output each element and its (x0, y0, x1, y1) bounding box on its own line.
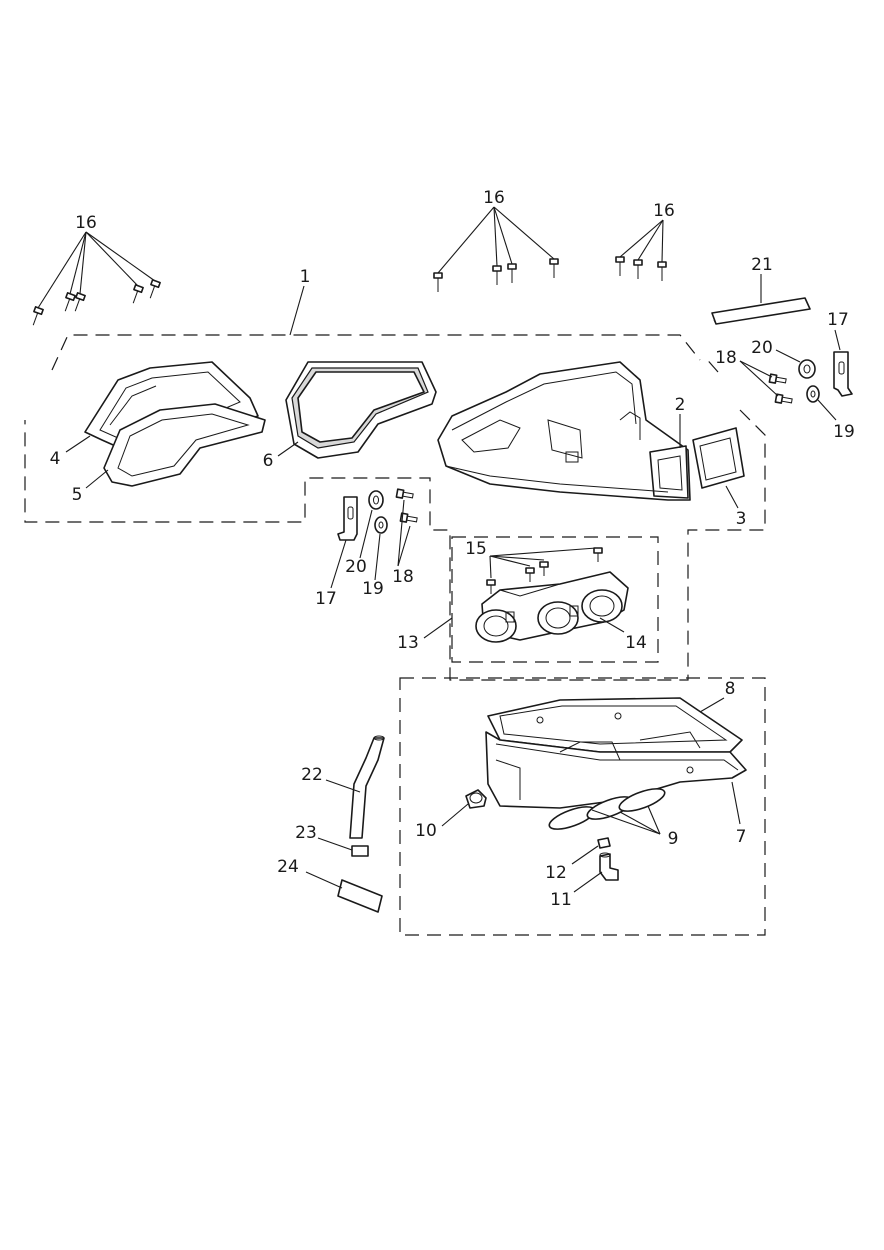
part-19-washer-left (374, 516, 388, 534)
callout-15: 15 (465, 539, 487, 559)
part-19-washer-right (806, 385, 820, 403)
callout-13: 13 (397, 633, 419, 653)
callout-3: 3 (736, 509, 747, 529)
screw-group-16-right (615, 256, 667, 281)
leader-15 (489, 547, 597, 579)
leader-18-left (397, 499, 411, 567)
part-9-o-rings (548, 788, 666, 830)
part-18-screws-left (395, 488, 418, 523)
part-24-pad (337, 879, 383, 913)
lower-box-boundary (399, 677, 766, 936)
callout-18a: 18 (715, 348, 737, 368)
part-18-screws-right (768, 373, 793, 404)
leader-10 (441, 803, 469, 827)
leader-20-left (359, 509, 373, 559)
part-21-pad (711, 297, 811, 325)
leader-1 (289, 285, 305, 336)
leader-18-right (739, 360, 779, 397)
leader-16-middle (437, 206, 555, 274)
leader-9 (591, 805, 661, 835)
part-17-bracket-left (337, 496, 358, 541)
callout-labels: 16 16 16 1 21 17 18 20 19 2 3 4 5 6 17 2… (50, 188, 855, 910)
assembly-1-inner-step (703, 355, 719, 373)
part-15-screws (486, 547, 603, 594)
callout-19b: 19 (362, 579, 384, 599)
callout-2: 2 (675, 395, 686, 415)
leader-19-left (374, 533, 381, 581)
callout-24: 24 (277, 857, 299, 877)
screw-group-16-left (32, 279, 161, 326)
part-20-washer-right (798, 359, 816, 379)
screw-group-16-middle (433, 258, 559, 292)
leader-16-right (619, 219, 664, 263)
part-2-airbox-cover (437, 361, 691, 501)
callout-20a: 20 (751, 338, 773, 358)
callout-5: 5 (72, 485, 83, 505)
leader-8 (699, 697, 725, 713)
callout-17b: 17 (315, 589, 337, 609)
callout-1: 1 (300, 267, 311, 287)
callout-20b: 20 (345, 557, 367, 577)
leader-20-right (775, 349, 801, 363)
part-5-frame (103, 403, 266, 487)
part-3-seal (692, 427, 745, 489)
part-14-trumpets (475, 571, 629, 643)
callout-8: 8 (725, 679, 736, 699)
leader-11 (573, 871, 603, 893)
leader-14 (599, 617, 625, 633)
leader-13 (423, 617, 453, 639)
part-10-grommet (465, 789, 487, 809)
callout-7: 7 (736, 827, 747, 847)
part-12-clip (597, 837, 611, 849)
leader-3 (725, 485, 739, 509)
part-22-hose (349, 735, 385, 839)
leader-4 (65, 435, 91, 453)
leader-17-right (834, 329, 841, 351)
leader-24 (305, 871, 343, 889)
leader-5 (85, 469, 109, 489)
part-6-air-filter (285, 361, 437, 459)
part-17-bracket-right (833, 351, 853, 397)
leader-19-right (817, 399, 837, 421)
assembly-1-boundary (24, 334, 766, 681)
leader-22 (325, 779, 361, 793)
leader-12 (571, 845, 599, 865)
leader-6 (277, 441, 299, 457)
callout-9: 9 (668, 829, 679, 849)
callout-18b: 18 (392, 567, 414, 587)
leader-16-left (37, 231, 156, 309)
part-7-airbox-lower (485, 712, 747, 809)
part-20-washer-left (368, 490, 384, 510)
leader-23 (317, 837, 353, 851)
leader-17-left (330, 539, 347, 589)
callout-11: 11 (550, 890, 572, 910)
callout-16a: 16 (75, 213, 97, 233)
callout-19a: 19 (833, 422, 855, 442)
callout-17a: 17 (827, 310, 849, 330)
callout-4: 4 (50, 449, 61, 469)
callout-14: 14 (625, 633, 647, 653)
callout-16c: 16 (653, 201, 675, 221)
callout-6: 6 (263, 451, 274, 471)
callout-12: 12 (545, 863, 567, 883)
part-23-clamp (351, 845, 369, 857)
callout-21: 21 (751, 255, 773, 275)
callout-23: 23 (295, 823, 317, 843)
callout-10: 10 (415, 821, 437, 841)
callout-16b: 16 (483, 188, 505, 208)
callout-22: 22 (301, 765, 323, 785)
leader-7 (731, 781, 741, 825)
assembly-13-boundary (451, 536, 659, 663)
part-11-elbow (599, 852, 619, 881)
